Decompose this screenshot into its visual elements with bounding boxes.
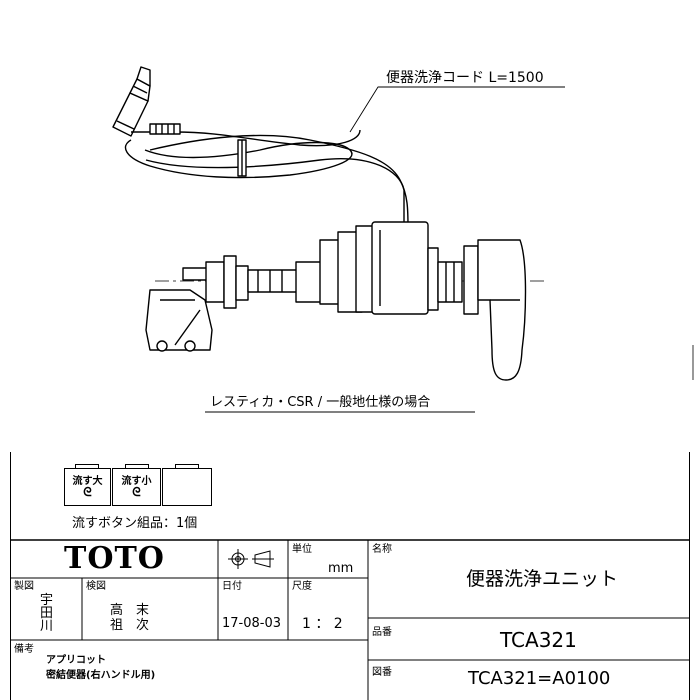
remarks-line-1: アプリコット bbox=[46, 655, 106, 666]
checked-by: 高 末 祖 次 bbox=[110, 603, 150, 633]
flush-small-label: 流す小 bbox=[121, 476, 152, 487]
drawing-no-label: 図番 bbox=[372, 667, 392, 678]
cord-plug bbox=[112, 66, 151, 137]
valve-body bbox=[295, 221, 463, 315]
blank-button-slot bbox=[162, 468, 212, 506]
cord-label: 便器洗浄コード L=1500 bbox=[386, 70, 544, 86]
button-set-note: 流すボタン組品：1個 bbox=[72, 516, 198, 531]
date-label: 日付 bbox=[222, 581, 242, 592]
company-logo: TOTO bbox=[64, 541, 165, 576]
scale-value: 1 ： 2 bbox=[302, 616, 343, 632]
flush-small-button: 流す小 ᘓ bbox=[112, 468, 161, 506]
button-set-top-tabs bbox=[75, 464, 99, 469]
drawn-by: 宇 田 川 bbox=[40, 593, 54, 634]
button-set-top-tabs bbox=[175, 464, 199, 469]
remarks-label: 備考 bbox=[14, 644, 34, 655]
flush-cord bbox=[124, 123, 409, 229]
unit-label: 単位 bbox=[292, 544, 312, 555]
name-label: 名称 bbox=[372, 544, 392, 555]
lever-bracket bbox=[145, 255, 299, 352]
drawn-label: 製図 bbox=[14, 581, 34, 592]
part-no-value: TCA321 bbox=[500, 628, 577, 652]
flush-large-button: 流す大 ᘓ bbox=[64, 468, 111, 506]
scale-label: 尺度 bbox=[292, 581, 312, 592]
drawing-caption: レスティカ・CSR / 一般地仕様の場合 bbox=[210, 395, 431, 410]
checked-label: 検図 bbox=[86, 581, 106, 592]
flush-large-label: 流す大 bbox=[72, 476, 103, 487]
third-angle-projection-symbol bbox=[228, 549, 274, 569]
flush-swirl-icon: ᘓ bbox=[83, 485, 92, 499]
flush-handle bbox=[463, 239, 527, 381]
name-value: 便器洗浄ユニット bbox=[466, 568, 619, 590]
remarks-line-2: 密結便器(右ハンドル用) bbox=[46, 670, 156, 681]
button-set-top-tabs bbox=[125, 464, 149, 469]
part-no-label: 品番 bbox=[372, 627, 392, 638]
date-value: 17-08-03 bbox=[222, 616, 282, 631]
flush-swirl-icon: ᘓ bbox=[132, 485, 141, 499]
unit-value: mm bbox=[328, 561, 354, 576]
drawing-no-value: TCA321=A0100 bbox=[468, 668, 611, 689]
lower-frame bbox=[10, 452, 690, 700]
